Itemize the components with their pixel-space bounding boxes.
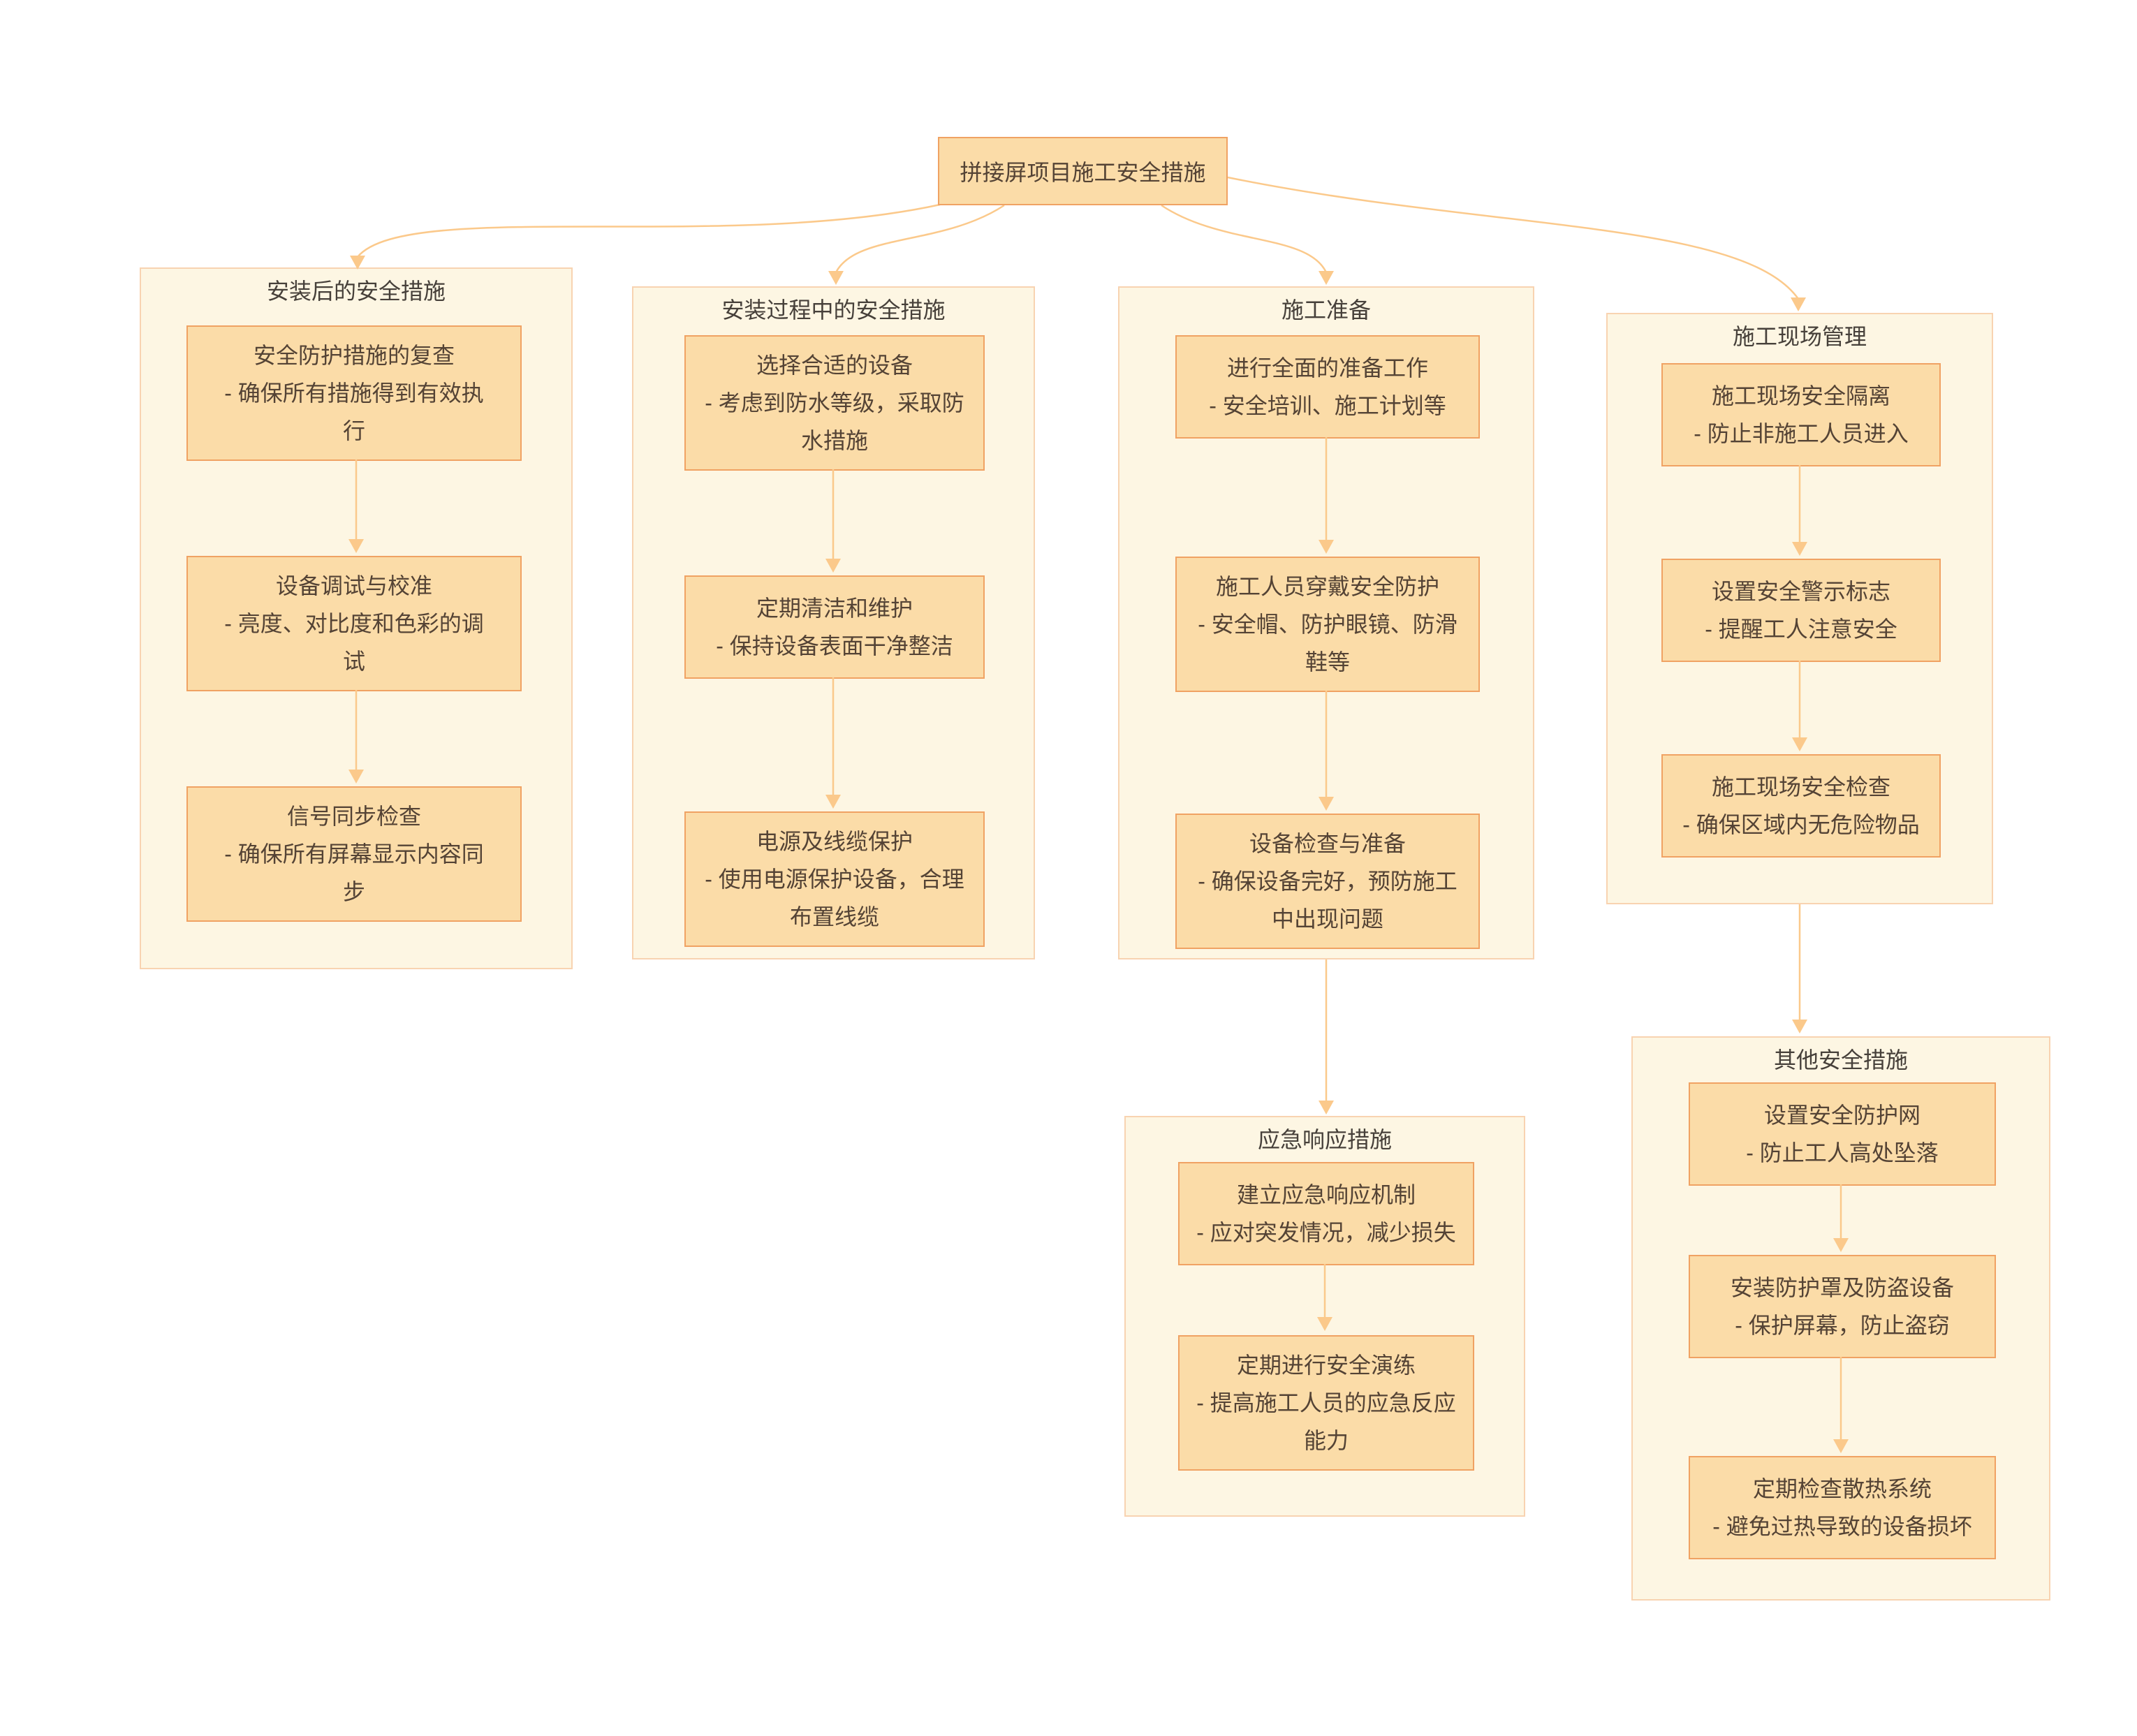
node-cooling-system-check[interactable]: 定期检查散热系统 - 避免过热导致的设备损坏 (1689, 1456, 1996, 1559)
group-install-process-safety[interactable]: 安装过程中的安全措施 选择合适的设备 - 考虑到防水等级，采取防 水措施 定期清… (632, 286, 1035, 959)
node-safety-drills[interactable]: 定期进行安全演练 - 提高施工人员的应急反应 能力 (1178, 1335, 1474, 1471)
group-title: 施工现场管理 (1732, 324, 1867, 349)
arrowhead-g2 (828, 271, 844, 285)
group-title: 其他安全措施 (1773, 1047, 1908, 1073)
node-power-cable-protection[interactable]: 电源及线缆保护 - 使用电源保护设备，合理 布置线缆 (684, 811, 985, 947)
group-construction-preparation[interactable]: 施工准备 进行全面的准备工作 - 安全培训、施工计划等 施工人员穿戴安全防护 -… (1118, 286, 1534, 959)
node-select-equipment[interactable]: 选择合适的设备 - 考虑到防水等级，采取防 水措施 (684, 335, 985, 471)
node-equipment-inspection[interactable]: 设备检查与准备 - 确保设备完好，预防施工 中出现问题 (1175, 814, 1480, 949)
node-protection-review[interactable]: 安全防护措施的复查 - 确保所有措施得到有效执 行 (186, 325, 522, 461)
group-emergency-response[interactable]: 应急响应措施 建立应急响应机制 - 应对突发情况，减少损失 定期进行安全演练 -… (1124, 1116, 1525, 1517)
node-site-safety-check[interactable]: 施工现场安全检查 - 确保区域内无危险物品 (1661, 754, 1941, 858)
node-site-isolation[interactable]: 施工现场安全隔离 - 防止非施工人员进入 (1661, 363, 1941, 466)
arrowhead-g4 (1791, 297, 1806, 311)
node-ppe-wearing[interactable]: 施工人员穿戴安全防护 - 安全帽、防护眼镜、防滑 鞋等 (1175, 557, 1480, 692)
node-safety-net[interactable]: 设置安全防护网 - 防止工人高处坠落 (1689, 1082, 1996, 1186)
root-node[interactable]: 拼接屏项目施工安全措施 (938, 137, 1228, 205)
arrowhead-g5 (1319, 1101, 1334, 1115)
group-post-install-safety[interactable]: 安装后的安全措施 安全防护措施的复查 - 确保所有措施得到有效执 行 设备调试与… (140, 267, 573, 969)
edge-root-g1 (357, 203, 941, 258)
group-site-management[interactable]: 施工现场管理 施工现场安全隔离 - 防止非施工人员进入 设置安全警示标志 - 提… (1606, 313, 1993, 904)
node-warning-signs[interactable]: 设置安全警示标志 - 提醒工人注意安全 (1661, 559, 1941, 662)
group-title: 安装后的安全措施 (266, 279, 446, 304)
node-full-preparation[interactable]: 进行全面的准备工作 - 安全培训、施工计划等 (1175, 335, 1480, 439)
node-debug-calibration[interactable]: 设备调试与校准 - 亮度、对比度和色彩的调 试 (186, 556, 522, 691)
group-other-safety[interactable]: 其他安全措施 设置安全防护网 - 防止工人高处坠落 安装防护罩及防盗设备 - 保… (1631, 1036, 2050, 1601)
arrowhead-g6 (1792, 1020, 1807, 1033)
node-regular-cleaning[interactable]: 定期清洁和维护 - 保持设备表面干净整洁 (684, 575, 985, 679)
arrowhead-g3 (1319, 271, 1334, 285)
edge-root-g4 (1227, 176, 1800, 300)
edge-root-g2 (835, 204, 1005, 273)
group-title: 应急响应措施 (1257, 1127, 1392, 1152)
edge-root-g3 (1161, 204, 1328, 273)
root-label: 拼接屏项目施工安全措施 (960, 160, 1206, 185)
node-emergency-mechanism[interactable]: 建立应急响应机制 - 应对突发情况，减少损失 (1178, 1162, 1474, 1265)
group-title: 施工准备 (1281, 297, 1371, 323)
group-title: 安装过程中的安全措施 (721, 297, 946, 323)
node-protective-cover[interactable]: 安装防护罩及防盗设备 - 保护屏幕，防止盗窃 (1689, 1255, 1996, 1358)
node-signal-sync-check[interactable]: 信号同步检查 - 确保所有屏幕显示内容同 步 (186, 786, 522, 922)
